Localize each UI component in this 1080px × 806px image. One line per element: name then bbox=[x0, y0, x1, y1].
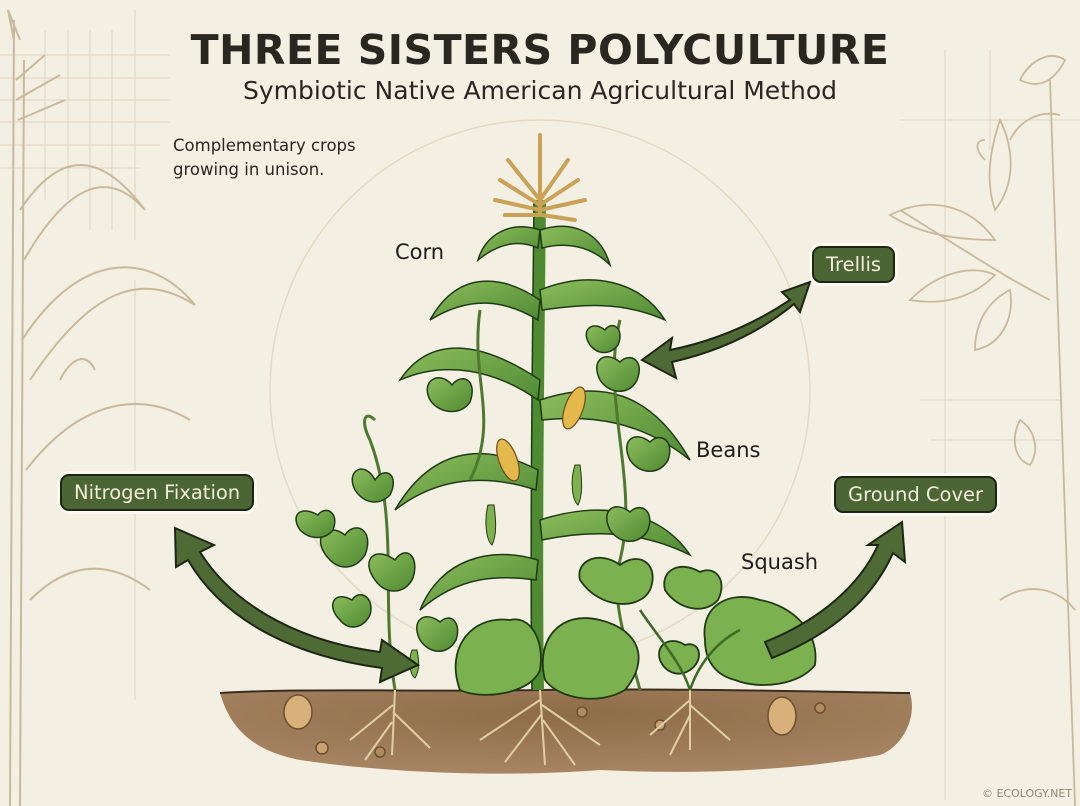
page-subtitle: Symbiotic Native American Agricultural M… bbox=[242, 76, 837, 105]
page-title: THREE SISTERS POLYCULTURE bbox=[190, 26, 890, 74]
label-squash: Squash bbox=[741, 550, 819, 574]
label-beans: Beans bbox=[696, 438, 761, 462]
arrow-ground-cover-icon bbox=[763, 520, 907, 660]
double-arrow-trellis-icon bbox=[640, 280, 812, 380]
squash-stems bbox=[638, 609, 741, 691]
soil-seeds bbox=[283, 694, 826, 758]
caption-line-2: growing in unison. bbox=[173, 160, 325, 179]
function-badge-trellis: Trellis bbox=[812, 246, 896, 283]
caption: Complementary crops growing in unison. bbox=[173, 134, 413, 182]
label-corn: Corn bbox=[395, 240, 445, 264]
squash-plant bbox=[454, 556, 817, 700]
background-corn-sketch bbox=[7, 9, 196, 806]
background-bean-sketch bbox=[888, 55, 1076, 806]
soil-bed bbox=[220, 689, 912, 774]
corn-plant bbox=[394, 133, 693, 691]
double-arrow-nitrogen-icon bbox=[173, 526, 421, 684]
function-badge-nitrogen-fixation: Nitrogen Fixation bbox=[60, 474, 255, 511]
roots bbox=[349, 689, 731, 766]
caption-line-1: Complementary crops bbox=[173, 136, 356, 155]
copyright: © ECOLOGY.NET bbox=[981, 787, 1072, 800]
function-badge-ground-cover: Ground Cover bbox=[834, 476, 998, 513]
